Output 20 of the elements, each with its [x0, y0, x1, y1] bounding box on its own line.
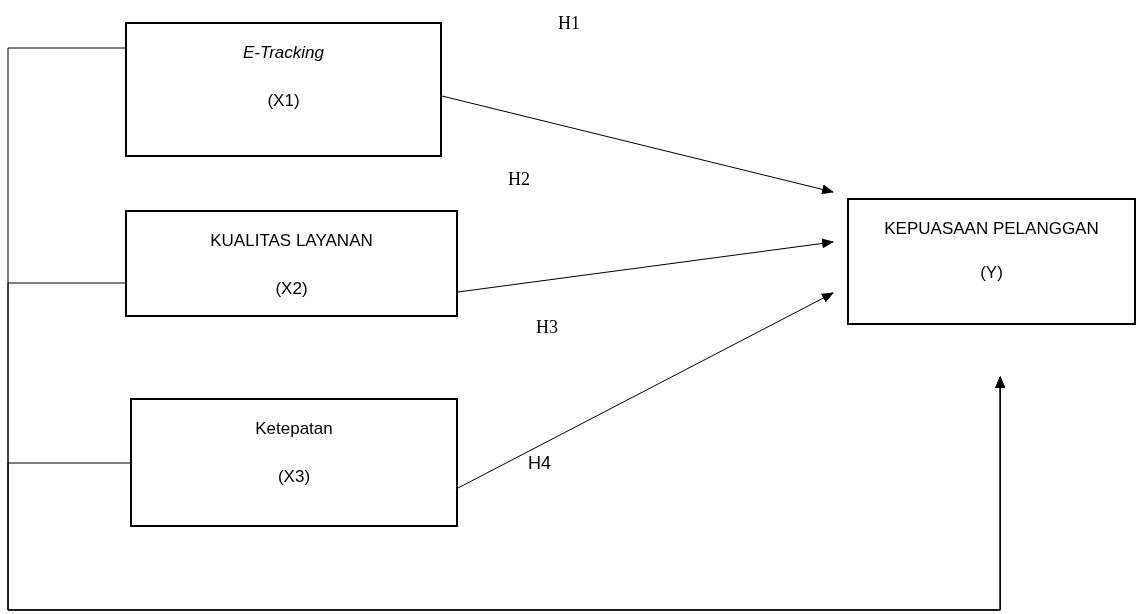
variable-box: [125, 22, 442, 157]
variable-label: E-Tracking: [242, 42, 325, 64]
arrow: [457, 238, 834, 293]
variable-label: (X2): [274, 278, 309, 300]
variable-box: [847, 198, 1136, 325]
variable-label: (X3): [276, 466, 312, 488]
arrow: [7, 376, 1006, 611]
variable-box: [125, 210, 458, 317]
variable-label: (X1): [266, 90, 301, 112]
arrow: [457, 292, 834, 489]
hypothesis-label: H1: [558, 12, 580, 35]
arrow: [441, 95, 834, 195]
variable-label: KEPUASAAN PELANGGAN: [883, 218, 1100, 240]
variable-box: [130, 398, 458, 527]
variable-label: KUALITAS LAYANAN: [209, 230, 374, 252]
hypothesis-label: H2: [508, 168, 530, 191]
hypothesis-label: H3: [536, 316, 558, 339]
variable-label: (Y): [979, 262, 1004, 284]
hypothesis-label: H4: [528, 452, 551, 475]
variable-label: Ketepatan: [254, 418, 334, 440]
